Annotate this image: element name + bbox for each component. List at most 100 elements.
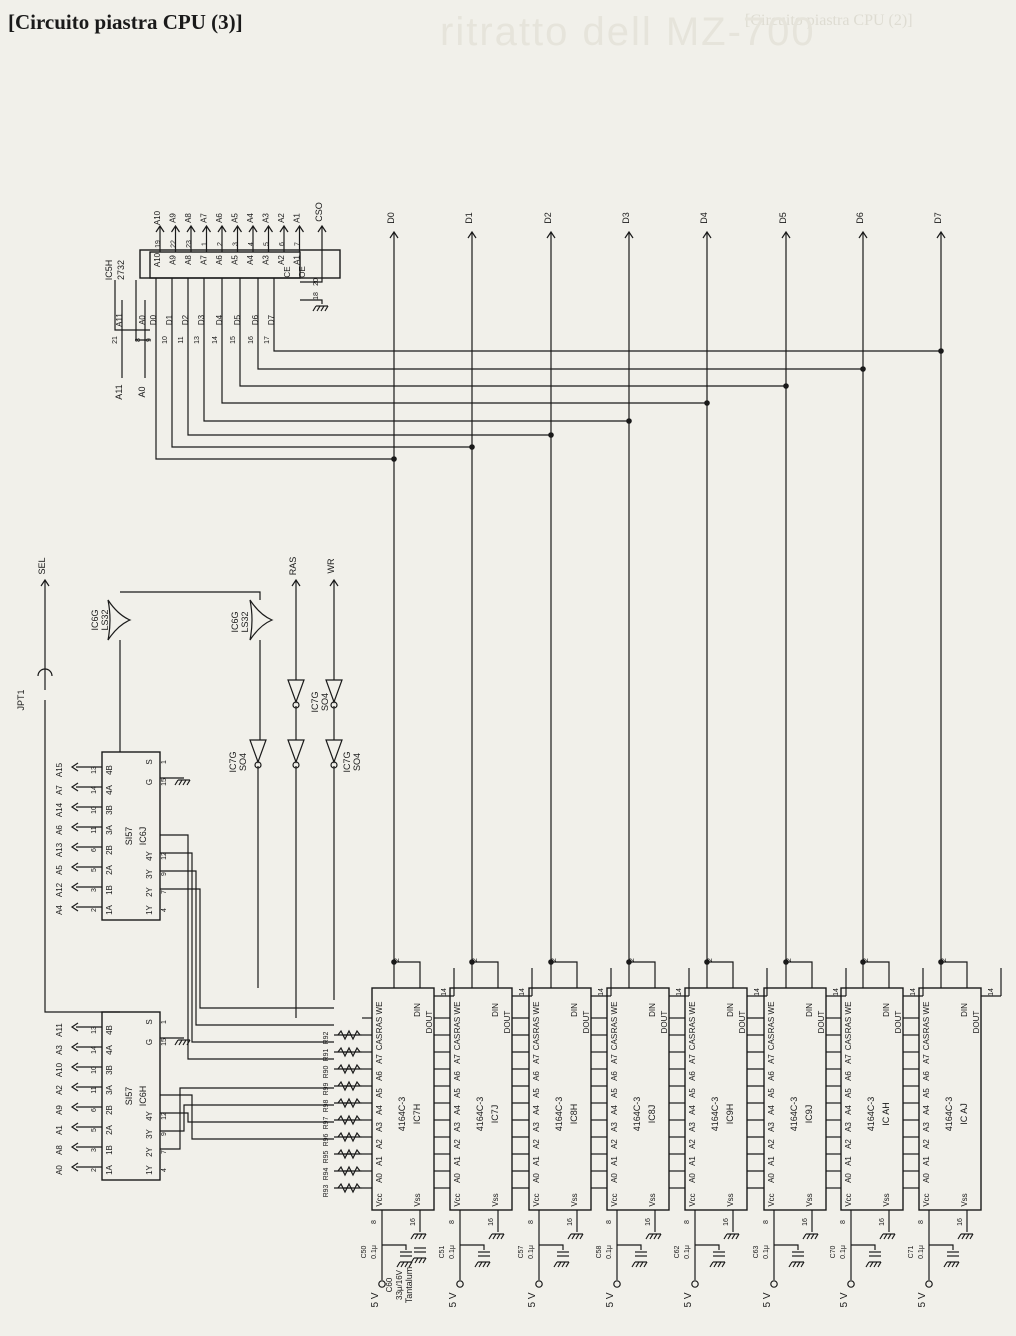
- ground-symbol: [713, 1261, 718, 1268]
- resistor-label: R91: [323, 1048, 330, 1061]
- rom-a11-input: A11: [114, 384, 124, 399]
- signal-arrow: [202, 224, 211, 233]
- rom-data-wire: [187, 278, 551, 436]
- ground-symbol: [709, 1261, 714, 1268]
- ram-pin-label: A6: [688, 1071, 697, 1081]
- rom-pin-number: 3: [233, 242, 240, 246]
- ram-chip-body: [684, 987, 748, 1211]
- resistor: [337, 1182, 361, 1194]
- ground-symbol: [717, 1261, 722, 1268]
- rom-address-input: A2: [277, 213, 286, 223]
- ram-vss-label: Vss: [805, 1193, 814, 1206]
- junction-dot: [391, 959, 397, 965]
- ram-pin-label: CAS: [767, 1034, 776, 1050]
- ram-chip-name: IC8H: [569, 1104, 579, 1125]
- rom-data-pin: D2: [181, 314, 190, 325]
- mux-pin-label: 4B: [105, 765, 114, 775]
- signal-arrow: [624, 230, 634, 239]
- ground-symbol: [488, 1233, 493, 1240]
- mux-pin-number: 2: [91, 1168, 98, 1172]
- rom-pin-label: A0: [138, 315, 147, 325]
- rom-pin-label: A1: [293, 255, 302, 265]
- ram-pin-label: A5: [532, 1088, 541, 1098]
- mux-pin-number: 13: [91, 766, 98, 774]
- rom-pin-number: 17: [264, 336, 271, 344]
- mux-input-label: A3: [55, 1045, 64, 1055]
- rom-pin-number: 2: [217, 242, 224, 246]
- ram-pin-label: A4: [610, 1105, 619, 1115]
- ram-pin-number: 8: [449, 1220, 456, 1224]
- mux-pin-number: 5: [91, 1128, 98, 1132]
- mux-input-label: A0: [55, 1165, 64, 1175]
- signal-arrow: [295, 224, 304, 233]
- cap-wire: [617, 1244, 642, 1250]
- ground-symbol: [178, 779, 183, 786]
- ram-pin-label: A4: [688, 1105, 697, 1115]
- ram-pin-label: CAS: [453, 1034, 462, 1050]
- ground-symbol: [802, 1233, 807, 1240]
- mux-pin-number: 4: [161, 1168, 168, 1172]
- ground-symbol: [571, 1233, 576, 1240]
- gate-part: SO4: [320, 693, 330, 711]
- gate-part: LS32: [240, 611, 250, 632]
- ground-symbol: [810, 1233, 815, 1240]
- data-bus-label: D4: [699, 212, 709, 224]
- signal-arrow: [702, 230, 712, 239]
- mux-output-wire: [160, 834, 334, 1060]
- ground-symbol: [324, 305, 329, 312]
- cap-value: 0.1μ: [528, 1245, 535, 1259]
- ram-pin-number: 8: [371, 1220, 378, 1224]
- mux-input-label: A15: [55, 762, 64, 777]
- signal-arrow: [217, 224, 227, 233]
- ram-pin-number: 16: [410, 1218, 417, 1226]
- ram-pin-number: 2: [629, 958, 636, 962]
- rom-pin-number: 9: [146, 338, 153, 342]
- ground-symbol: [727, 1233, 732, 1240]
- mux-pin-label: 1B: [105, 885, 114, 895]
- ram-vcc-label: Vcc: [610, 1193, 619, 1206]
- ram-pin-label: CAS: [375, 1034, 384, 1050]
- mux-pin-label: 4A: [105, 1044, 114, 1054]
- ram-pin-label: A4: [844, 1105, 853, 1115]
- signal-arrow: [70, 1062, 79, 1072]
- cap-value: 0.1μ: [763, 1245, 770, 1259]
- rom-data-wire: [257, 278, 863, 370]
- ram-dout-label: DOUT: [425, 1011, 434, 1034]
- ram-pin-number: 2: [941, 958, 948, 962]
- mux-pin-number: 15: [161, 1038, 168, 1046]
- signal-arrow: [858, 230, 868, 239]
- ram-din-wire: [550, 961, 578, 988]
- ram-pin-label: WE: [688, 1002, 697, 1015]
- ground-symbol: [653, 1233, 658, 1240]
- ram-dout-label: DOUT: [817, 1011, 826, 1034]
- signal-arrow: [546, 230, 556, 239]
- ram-chip-part: 4164C-3: [710, 1097, 720, 1132]
- ground-symbol: [883, 1233, 888, 1240]
- ram-pin-label: RAS: [453, 1017, 462, 1033]
- ram-pin-label: RAS: [375, 1017, 384, 1033]
- ground-symbol: [879, 1233, 884, 1240]
- ram-pin-label: A0: [532, 1173, 541, 1183]
- mux-chip-name: IC6J: [138, 827, 148, 846]
- cso-label: CSO: [314, 202, 324, 222]
- resistor: [337, 1046, 361, 1058]
- ram-chip-body: [371, 987, 435, 1211]
- mux-output-label: 4Y: [145, 850, 154, 860]
- cap-value: 0.1μ: [684, 1245, 691, 1259]
- ram-pin-label: A3: [453, 1122, 462, 1132]
- rom-chip-name: IC5H: [104, 260, 114, 281]
- ram-vss-label: Vss: [648, 1193, 657, 1206]
- rom-address-input: A8: [184, 213, 193, 223]
- mux-pin-label: 3A: [105, 1084, 114, 1094]
- mux-s-label: S: [145, 759, 154, 764]
- signal-arrow: [70, 882, 79, 892]
- ram-pin-number: 2: [707, 958, 714, 962]
- power-label: 5 V: [370, 1292, 381, 1307]
- cap-name: C70: [830, 1245, 837, 1258]
- cap-value: 0.1μ: [840, 1245, 847, 1259]
- ram-pin-number: 16: [488, 1218, 495, 1226]
- rom-pin-number: 7: [295, 242, 302, 246]
- signal-arrow: [70, 782, 79, 792]
- ram-chip-body: [840, 987, 904, 1211]
- mux-chip-name: IC6H: [138, 1086, 148, 1107]
